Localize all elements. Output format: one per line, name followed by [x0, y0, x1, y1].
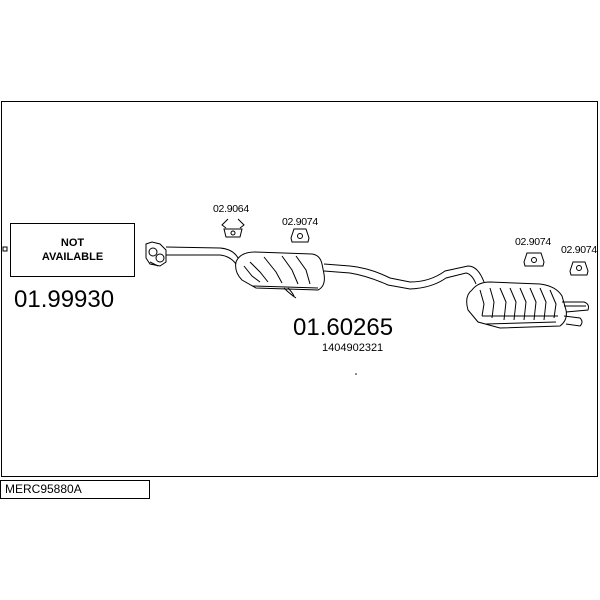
clamp-b-icon: [290, 228, 310, 243]
not-available-line1: NOT: [60, 237, 85, 249]
intermediate-pipe: [323, 263, 485, 290]
front-pipe: [165, 246, 239, 265]
clamp-a-icon: [221, 218, 245, 238]
reference-code: MERC95880A: [5, 482, 82, 496]
clamp-c-label: 02.9074: [515, 236, 551, 248]
clamp-d-icon: [569, 261, 589, 276]
connector-marker: [2, 246, 8, 252]
clamp-a-label: 02.9064: [213, 203, 249, 215]
front-section-part-number: 01.99930: [14, 286, 115, 313]
middle-silencer: [235, 251, 325, 299]
clamp-b-label: 02.9074: [282, 216, 318, 228]
stray-dot: [355, 373, 357, 375]
front-pipe-flange: [145, 241, 167, 267]
clamp-d-label: 02.9074: [561, 244, 597, 256]
rear-silencer: [466, 281, 589, 329]
diagram-frame: [1, 101, 598, 477]
clamp-c-icon: [523, 252, 545, 267]
reference-code-box: MERC95880A: [0, 480, 150, 499]
not-available-box: NOT AVAILABLE: [10, 223, 135, 277]
not-available-line2: AVAILABLE: [41, 251, 104, 263]
middle-silencer-oem-number: 1404902321: [322, 342, 384, 354]
middle-silencer-part-number: 01.60265: [293, 314, 394, 341]
